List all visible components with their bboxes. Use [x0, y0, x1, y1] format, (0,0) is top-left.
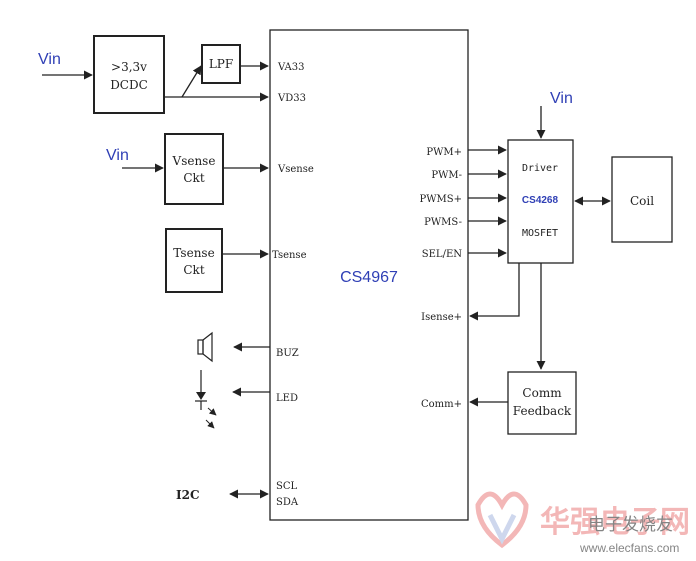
dcdc-to-lpf-arrow: [181, 65, 202, 98]
vsense-ckt-line2: Ckt: [183, 171, 204, 185]
coil-box: [611, 156, 673, 243]
coil-label: Coil: [630, 194, 654, 208]
pin-pwm-plus: PWM+: [426, 147, 462, 158]
comm-line2: Feedback: [513, 404, 572, 418]
buzzer-icon: [197, 331, 213, 363]
pin-sda: SDA: [276, 497, 299, 508]
dcdc-line2: DCDC: [110, 78, 148, 92]
i2c-label: I2C: [176, 488, 200, 502]
vin-label-right: Vin: [550, 90, 573, 107]
pin-va33: VA33: [277, 62, 305, 73]
vin-label-mid: Vin: [106, 147, 129, 164]
logo-watermark: [475, 491, 529, 549]
pin-isense-plus: Isense+: [421, 312, 462, 323]
driver-chip-label: CS4268: [522, 195, 559, 206]
pin-pwm-minus: PWM-: [431, 170, 462, 181]
watermark-cn-sub: 电子发烧友: [588, 515, 673, 534]
main-chip-box: [269, 29, 469, 521]
watermark: 华强电子网 电子发烧友 www.elecfans.com: [475, 491, 690, 555]
watermark-url: www.elecfans.com: [579, 541, 679, 555]
main-chip-label: CS4967: [340, 269, 398, 286]
pin-pwms-plus: PWMS+: [420, 194, 462, 205]
pin-buz: BUZ: [276, 348, 299, 359]
pin-vd33: VD33: [277, 93, 306, 104]
vsense-ckt-line1: Vsense: [172, 154, 216, 168]
driver-top-label: Driver: [522, 163, 558, 174]
pin-sel-en: SEL/EN: [422, 249, 462, 260]
pin-pwms-minus: PWMS-: [424, 217, 462, 228]
pin-tsense: Tsense: [272, 250, 307, 261]
led-icon: [195, 370, 217, 429]
tsense-ckt-box: [165, 228, 223, 293]
tsense-ckt-line2: Ckt: [183, 263, 204, 277]
driver-bottom-label: MOSFET: [522, 228, 558, 239]
pin-vsense: Vsense: [277, 164, 314, 175]
pin-led: LED: [276, 393, 298, 404]
pin-comm-plus: Comm+: [421, 399, 462, 410]
tsense-ckt-line1: Tsense: [173, 246, 214, 260]
vin-label-top: Vin: [38, 51, 61, 68]
isense-feedback-arrow: [469, 263, 520, 321]
watermark-cn-title: 华强电子网: [540, 506, 690, 539]
dcdc-line1: >3,3v: [111, 60, 147, 74]
comm-feedback-box: [507, 371, 577, 435]
pin-scl: SCL: [276, 481, 298, 492]
vsense-ckt-box: [164, 133, 224, 205]
comm-line1: Comm: [522, 386, 562, 400]
lpf-label: LPF: [209, 57, 233, 71]
lpf-box: [201, 44, 241, 84]
dcdc-box: [93, 35, 165, 114]
